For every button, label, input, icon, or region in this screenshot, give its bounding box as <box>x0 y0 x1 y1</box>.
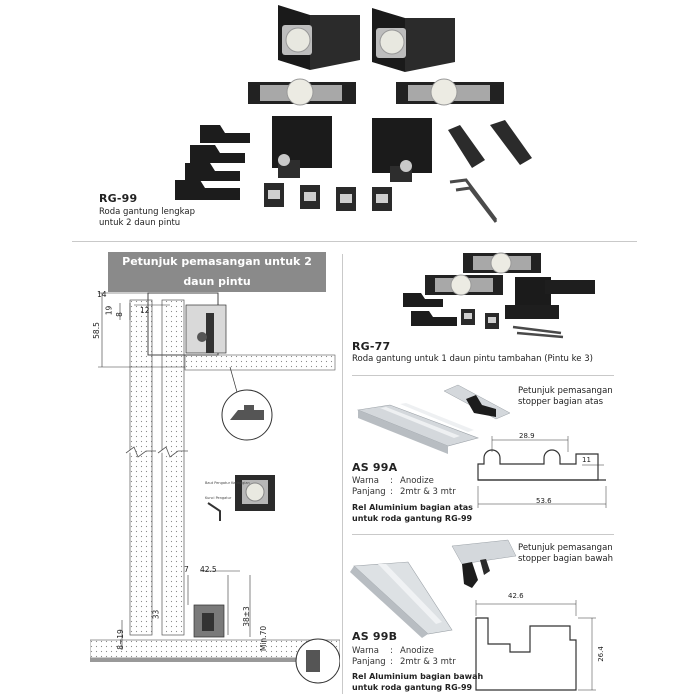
inset-label-bottom: Kunci Pengatur <box>205 496 232 500</box>
as99b-guide-line2: stopper bagian bawah <box>518 554 613 564</box>
as99a-desc-line2: untuk roda gantung RG-99 <box>352 514 473 523</box>
rg99-desc-line2: untuk 2 daun pintu <box>99 218 181 228</box>
side-clamp <box>448 120 532 168</box>
inset-label-top: Baut Pengatur Ketinggian <box>205 481 250 485</box>
dim-19: 19 <box>104 305 114 316</box>
as99a-profile-drawing <box>477 436 607 508</box>
rg77-product-photo <box>403 252 595 339</box>
spec-value: 2mtr & 3 mtr <box>400 657 456 667</box>
spec-separator: : <box>390 476 393 486</box>
door-panel <box>161 299 185 636</box>
as99b-stopper-guide-image <box>451 539 517 588</box>
column-divider <box>342 254 343 694</box>
spec-value: 2mtr & 3 mtr <box>400 487 456 497</box>
install-cross-section-diagram <box>90 292 340 684</box>
dim-58-5: 58.5 <box>91 322 101 339</box>
spec-separator: : <box>390 487 393 497</box>
spec-label: Panjang <box>352 487 386 497</box>
section-divider <box>352 375 614 376</box>
as99a-dim-bottom: 53.6 <box>536 497 552 505</box>
dim-8: 8 <box>114 312 124 317</box>
roller-carriage <box>248 78 356 106</box>
as99a-guide-line1: Petunjuk pemasangan <box>518 386 613 396</box>
rg99-code: RG-99 <box>99 192 138 205</box>
as99b-code: AS 99B <box>352 630 398 643</box>
guide-clip <box>264 183 392 211</box>
as99b-dim-top: 42.6 <box>508 592 524 600</box>
dim-14: 14 <box>97 290 107 299</box>
ceiling-slab <box>184 354 336 371</box>
hex-key-icon <box>207 502 221 521</box>
as99b-desc-line2: untuk roda gantung RG-99 <box>352 683 473 692</box>
as99a-dim-right: 11 <box>582 456 591 464</box>
as99b-specs: Warna: Anodize Panjang:2mtr & 3 mtr <box>352 646 456 668</box>
rg99-desc-line1: Roda gantung lengkap <box>99 207 195 217</box>
dim-7: 7 <box>184 565 189 574</box>
as99a-rail-image <box>356 403 479 454</box>
rg99-product-photo <box>175 5 532 223</box>
spec-value: Anodize <box>400 476 434 486</box>
section-divider <box>72 241 637 242</box>
as99b-dim-right: 26.4 <box>596 646 605 662</box>
section-divider <box>352 534 614 535</box>
as99b-desc-line1: Rel Aluminium bagian bawah <box>352 672 484 681</box>
dim-33: 33 <box>151 609 161 620</box>
dim-38-3: 38±3 <box>241 606 251 627</box>
mounting-plate <box>372 118 432 182</box>
dim-8-19: 8~19 <box>115 629 125 650</box>
spec-separator: : <box>390 657 393 667</box>
spec-label: Panjang <box>352 657 386 667</box>
as99a-desc-line1: Rel Aluminium bagian atas <box>352 503 473 512</box>
door-panel <box>129 299 153 636</box>
as99a-stopper-guide-image <box>443 384 511 420</box>
hanger-bracket <box>372 8 455 72</box>
roller-carriage <box>396 78 504 106</box>
as99b-profile-drawing <box>475 600 596 691</box>
rg77-code: RG-77 <box>352 340 391 353</box>
as99a-specs: Warna: Anodize Panjang:2mtr & 3 mtr <box>352 476 456 498</box>
dim-42-5: 42.5 <box>200 565 217 574</box>
adjustment-inset <box>207 475 275 521</box>
install-banner: Petunjuk pemasangan untuk 2 daun pintu <box>108 252 326 292</box>
dim-min70: Min.70 <box>259 625 269 652</box>
hex-key <box>449 178 498 223</box>
as99a-guide-line2: stopper bagian atas <box>518 397 604 407</box>
as99b-guide-line1: Petunjuk pemasangan <box>518 543 613 553</box>
as99b-rail-image <box>350 561 453 638</box>
as99a-dim-top: 28.9 <box>519 432 535 440</box>
spec-label: Warna <box>352 646 380 656</box>
hanger-bracket <box>278 5 360 70</box>
spec-value: Anodize <box>400 646 434 656</box>
rg77-desc: Roda gantung untuk 1 daun pintu tambahan… <box>352 354 593 364</box>
spec-label: Warna <box>352 476 380 486</box>
dimension-lines <box>98 292 251 650</box>
spec-separator: : <box>390 646 393 656</box>
door-stopper <box>175 125 250 200</box>
mounting-plate <box>272 116 332 178</box>
as99a-code: AS 99A <box>352 461 398 474</box>
dim-12: 12 <box>140 306 150 315</box>
